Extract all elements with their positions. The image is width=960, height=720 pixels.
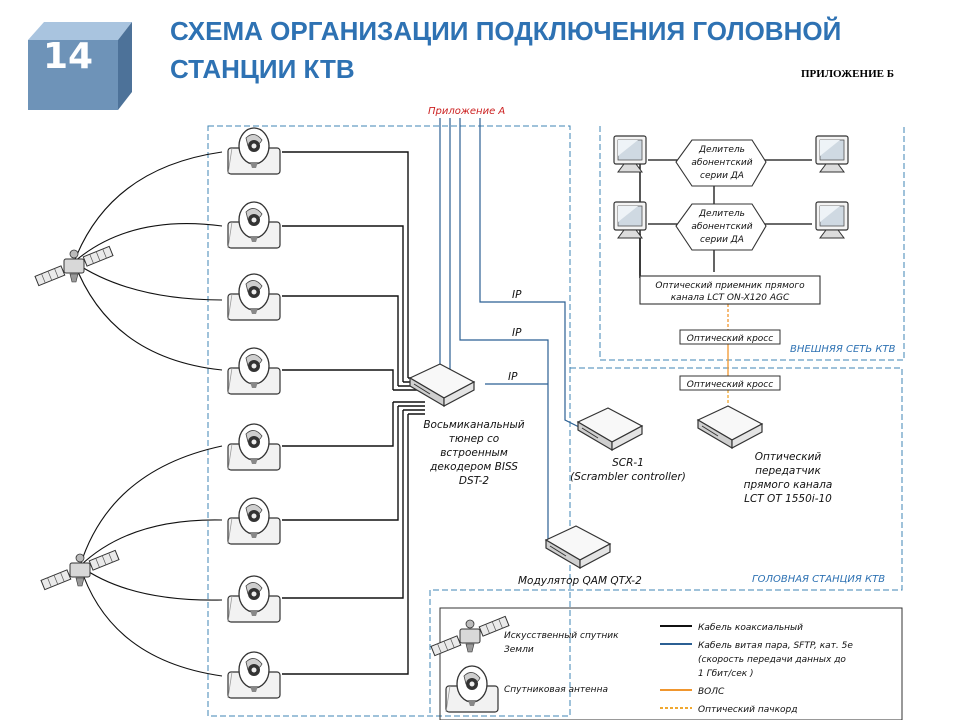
tuner-label-line-4: декодером BISS: [429, 461, 518, 473]
headend-zone-border: [207, 125, 571, 717]
slide-number: 14: [42, 36, 94, 77]
transmitter-label-line-4: LCT OT 1550i-10: [744, 493, 832, 505]
satellite-rays: [73, 151, 223, 677]
appendix-label: ПРИЛОЖЕНИЕ Б: [801, 68, 894, 80]
antenna-icon-1: [227, 127, 281, 175]
monitor-icon-2: [815, 135, 849, 173]
legend-twisted-line-1: Кабель витая пара, SFTP, кат. 5е: [698, 641, 853, 651]
transmitter-label-line-3: прямого канала: [744, 479, 833, 491]
modulator-device-icon: [545, 525, 611, 569]
tuner-device-icon: [409, 363, 475, 407]
tuner-label: Восьмиканальный тюнер со встроенным деко…: [423, 419, 524, 487]
title-line-1: СХЕМА ОРГАНИЗАЦИИ ПОДКЛЮЧЕНИЯ ГОЛОВНОЙ: [170, 16, 842, 46]
ip-label-3: IP: [508, 371, 518, 383]
legend-antenna-icon: [445, 665, 499, 713]
legend-satellite-icon: [430, 615, 510, 657]
scr-label-line-2: (Scrambler controller): [570, 471, 686, 483]
legend-twisted-line-2: (скорость передачи данных до: [698, 655, 846, 665]
ip-label-1: IP: [512, 289, 522, 301]
transmitter-label: Оптический передатчик прямого канала LCT…: [744, 451, 833, 505]
antenna-icon-3: [227, 273, 281, 321]
optical-transmitter-icon: [697, 405, 763, 449]
slide-number-cube: [28, 22, 132, 110]
monitor-icon-3: [613, 201, 647, 239]
receiver-line-2: канала LCT ON-X120 AGC: [671, 293, 790, 303]
antenna-icon-8: [227, 651, 281, 699]
splitter-2-box: [675, 203, 767, 251]
headend-zone-label: ГОЛОВНАЯ СТАНЦИЯ КТВ: [752, 574, 885, 585]
headend-zone-right-border: [429, 367, 903, 716]
modulator-label: Модулятор QAM QTX-2: [518, 575, 642, 587]
page-title: СХЕМА ОРГАНИЗАЦИИ ПОДКЛЮЧЕНИЯ ГОЛОВНОЙ С…: [170, 12, 930, 88]
splitter-2-line-1: Делитель: [698, 209, 745, 219]
splitter-2-line-2: абонентский: [691, 222, 752, 232]
scr-label: SCR-1 (Scrambler controller): [570, 457, 686, 483]
receiver-label: Оптический приемник прямого канала LCT O…: [655, 281, 805, 303]
appendix-a-label: Приложение А: [428, 106, 505, 117]
tuner-label-line-5: DST-2: [459, 475, 489, 487]
external-zone-label: ВНЕШНЯЯ СЕТЬ КТВ: [790, 344, 896, 355]
transmitter-label-line-2: передатчик: [755, 465, 821, 477]
legend: Искусственный спутник Земли Спутниковая …: [430, 615, 853, 715]
splitter-1-line-1: Делитель: [698, 145, 745, 155]
monitor-icon-4: [815, 201, 849, 239]
splitter-1-line-3: серии ДА: [700, 171, 744, 181]
splitter-2-line-3: серии ДА: [700, 235, 744, 245]
optical-receiver-box: [639, 275, 821, 305]
ip-label-2: IP: [512, 327, 522, 339]
legend-satellite-line-2: Земли: [504, 645, 534, 655]
external-zone-border: [599, 126, 905, 361]
tuner-label-line-2: тюнер со: [449, 433, 499, 445]
optical-cross-2-label: Оптический кросс: [687, 380, 773, 390]
legend-frame: [439, 607, 903, 720]
tuner-label-line-1: Восьмиканальный: [423, 419, 524, 431]
tuner-label-line-3: встроенным: [440, 447, 508, 459]
antenna-icon-4: [227, 347, 281, 395]
satellite-icon-2: [40, 549, 120, 591]
legend-antenna-label: Спутниковая антенна: [504, 685, 608, 695]
transmitter-label-line-1: Оптический: [755, 451, 822, 463]
legend-twisted-line-3: 1 Гбит/сек ): [698, 669, 754, 679]
satellite-icon-1: [34, 245, 114, 287]
legend-fiber-label: ВОЛС: [698, 687, 725, 697]
antenna-icon-2: [227, 201, 281, 249]
optical-cross-1-label: Оптический кросс: [687, 334, 773, 344]
legend-patchcord-label: Оптический пачкорд: [698, 705, 797, 715]
coax-cables: [282, 151, 641, 675]
antenna-icon-6: [227, 497, 281, 545]
splitter-1-label: Делитель абонентский серии ДА: [691, 145, 752, 181]
splitter-2-label: Делитель абонентский серии ДА: [691, 209, 752, 245]
legend-coax-label: Кабель коаксиальный: [698, 623, 803, 633]
receiver-line-1: Оптический приемник прямого: [655, 281, 805, 291]
antenna-icon-5: [227, 423, 281, 471]
scr-device-icon: [577, 407, 643, 451]
scr-label-line-1: SCR-1: [612, 457, 644, 469]
splitter-1-line-2: абонентский: [691, 158, 752, 168]
antenna-icon-7: [227, 575, 281, 623]
legend-satellite-line-1: Искусственный спутник: [504, 631, 619, 641]
splitter-1-box: [675, 139, 767, 187]
title-line-2: СТАНЦИИ КТВ: [170, 54, 355, 84]
optical-cross-1-box: [679, 329, 781, 345]
twisted-pair-cables: [439, 118, 586, 548]
optical-cross-2-box: [679, 375, 781, 391]
monitor-icon-1: [613, 135, 647, 173]
